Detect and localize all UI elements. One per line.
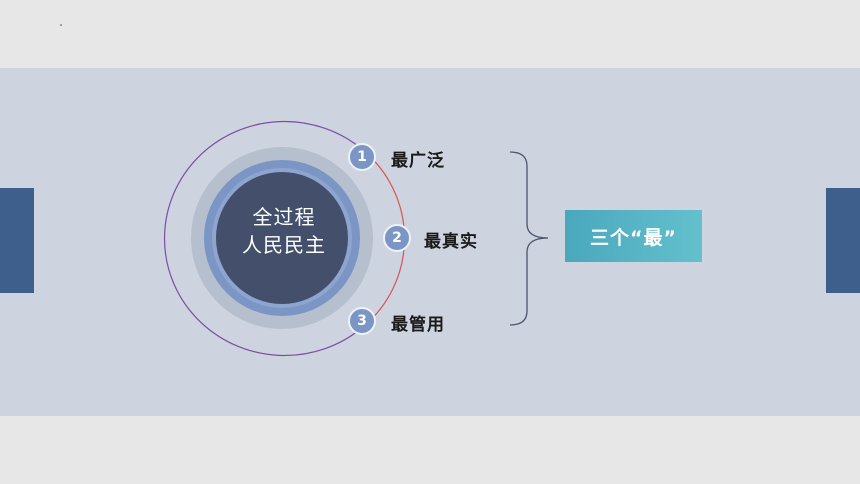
item-label-2: 最真实	[424, 232, 478, 252]
number-badge-3: 3	[348, 307, 376, 335]
center-title: 全过程 人民民主	[219, 203, 349, 259]
summary-box: 三个“最”	[565, 210, 702, 262]
bracket-icon	[509, 151, 549, 326]
right-side-tab	[826, 188, 860, 293]
center-title-line1: 全过程	[252, 205, 316, 229]
outer-arc-purple	[163, 120, 364, 357]
item-label-1: 最广泛	[391, 151, 445, 171]
number-badge-1: 1	[348, 143, 376, 171]
item-label-3: 最管用	[391, 315, 445, 335]
left-side-tab	[0, 188, 34, 293]
center-title-line2: 人民民主	[242, 233, 326, 257]
core-circle	[216, 172, 348, 304]
decorative-dot	[60, 24, 62, 26]
content-band	[0, 68, 860, 416]
number-badge-2: 2	[383, 224, 411, 252]
